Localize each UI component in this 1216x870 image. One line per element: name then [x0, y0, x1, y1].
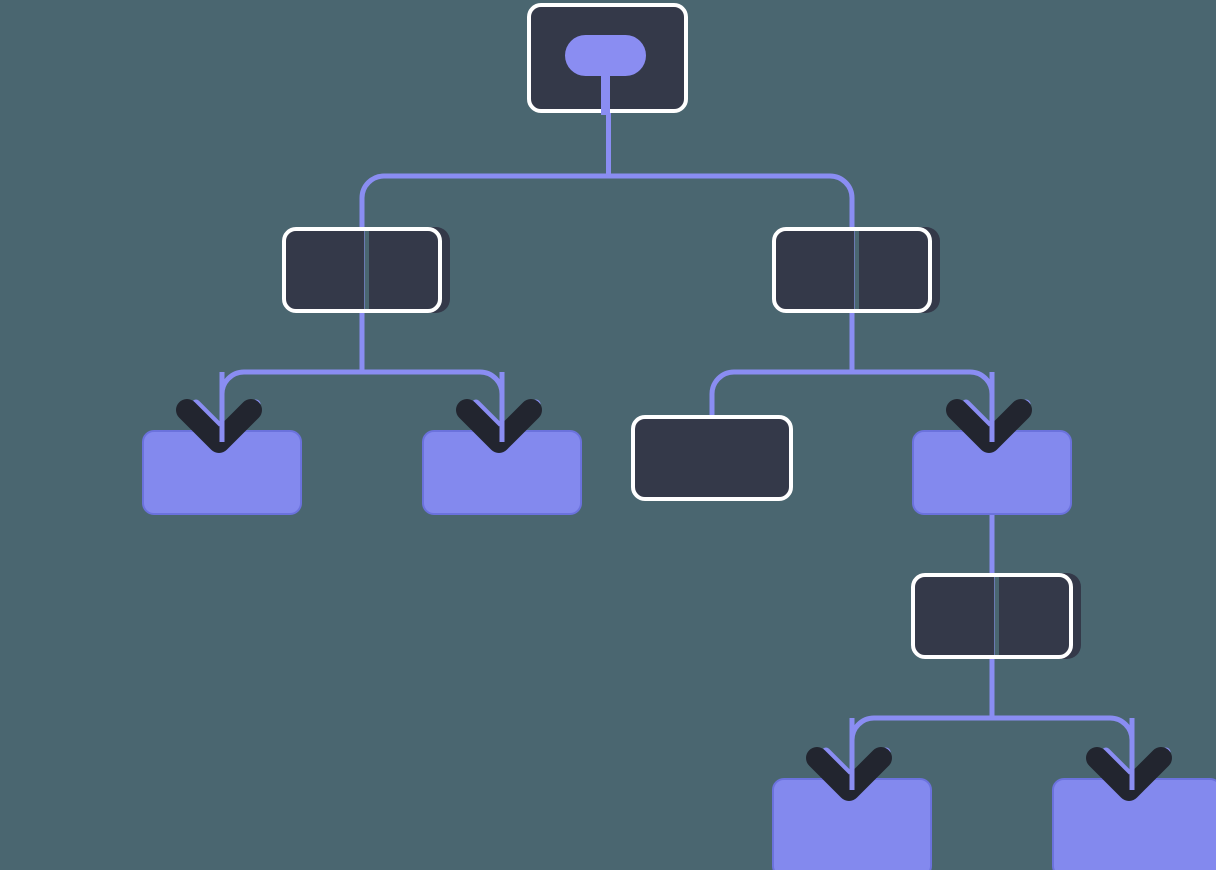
node-l4a[interactable]	[911, 573, 1081, 659]
edge-l2b-to-l3c	[709, 369, 852, 419]
node-l3c[interactable]	[631, 415, 793, 501]
node-l3a[interactable]	[142, 430, 302, 515]
node-l3d[interactable]	[912, 430, 1072, 515]
edge-root-to-l2a	[359, 173, 609, 227]
node-l4a-fill-right	[999, 573, 1081, 659]
edge-root-to-l2b	[608, 173, 855, 227]
node-l2b[interactable]	[772, 227, 940, 313]
node-l3b[interactable]	[422, 430, 582, 515]
node-root[interactable]	[527, 3, 688, 115]
node-l2a-fill-left	[282, 227, 364, 313]
node-l4a-fill-left	[911, 573, 994, 659]
node-l2b-fill-right	[859, 227, 940, 313]
node-l5b[interactable]	[1052, 778, 1216, 870]
node-l2b-fill-left	[772, 227, 854, 313]
node-l2a[interactable]	[282, 227, 450, 313]
root-pill-stem	[601, 69, 610, 115]
node-l2a-fill-right	[369, 227, 450, 313]
node-l5a[interactable]	[772, 778, 932, 870]
